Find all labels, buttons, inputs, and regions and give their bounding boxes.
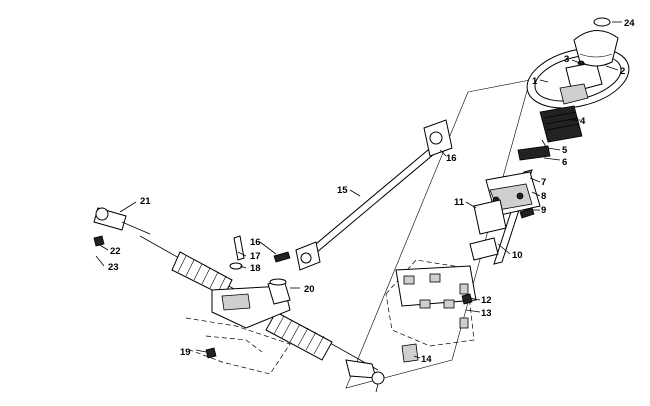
callout-5: 5 [562, 145, 568, 156]
tilt-bracket [473, 199, 507, 235]
callout-15: 15 [337, 185, 348, 196]
callouts: 1 2 3 4 5 6 7 8 9 10 11 12 13 14 15 16 1… [108, 18, 635, 365]
callout-21: 21 [140, 196, 151, 207]
callout-8: 8 [541, 191, 546, 202]
callout-17: 17 [250, 251, 261, 262]
callout-16-upper: 16 [446, 153, 457, 164]
rack-washer [229, 262, 243, 270]
callout-14: 14 [421, 354, 432, 365]
callout-24: 24 [624, 18, 635, 29]
floor-bracket [185, 317, 291, 375]
callout-11: 11 [454, 197, 465, 208]
callout-18: 18 [250, 263, 261, 274]
tie-rod-end-left [93, 207, 151, 235]
rack-nut [205, 347, 217, 359]
callout-12: 12 [481, 295, 492, 306]
steering-wheel [526, 47, 630, 109]
tie-rod-end-right [345, 359, 385, 393]
steering-rack [139, 235, 379, 371]
callout-7: 7 [541, 177, 546, 188]
callout-1: 1 [532, 76, 538, 87]
plate-nut [461, 293, 473, 305]
rack-bolt [233, 235, 245, 261]
callout-20: 20 [304, 284, 315, 295]
callout-22: 22 [110, 246, 121, 257]
column-frame-outline [345, 79, 531, 389]
tie-rod-nut-left [93, 235, 105, 247]
pinion-input [267, 278, 291, 305]
intermediate-shaft [295, 119, 453, 271]
leader-lines [95, 21, 622, 359]
callout-10: 10 [512, 250, 523, 261]
callout-4: 4 [580, 116, 586, 127]
callout-3: 3 [564, 54, 569, 65]
u-joint-bolt [273, 251, 291, 263]
callout-19: 19 [180, 347, 191, 358]
callout-16-lower: 16 [250, 237, 261, 248]
horn-emblem [593, 17, 611, 27]
column-bolt [519, 207, 535, 219]
hub-nut [577, 60, 585, 66]
callout-6: 6 [562, 157, 567, 168]
callout-9: 9 [541, 205, 546, 216]
callout-13: 13 [481, 308, 492, 319]
collar [517, 145, 551, 161]
bushing [401, 343, 419, 363]
callout-23: 23 [108, 262, 119, 273]
steering-wheel-hub-cover [573, 30, 619, 67]
callout-2: 2 [620, 66, 625, 77]
column-boot [539, 105, 583, 143]
mount-plate [385, 259, 477, 347]
